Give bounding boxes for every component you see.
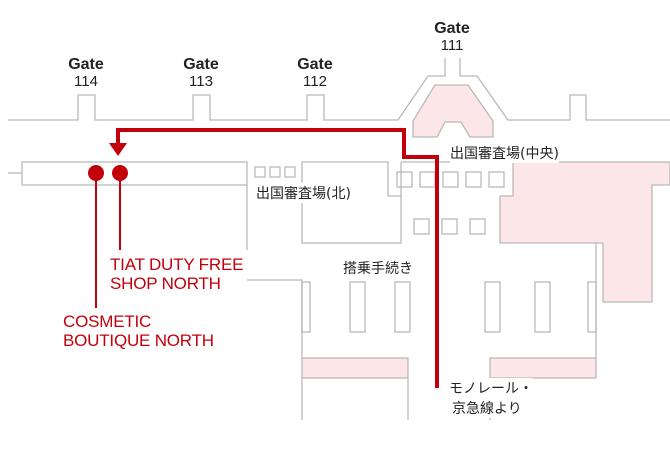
gate-112-label[interactable]: Gate 112 <box>285 56 345 90</box>
route <box>88 128 439 388</box>
lower-left-restricted-band <box>301 357 409 379</box>
gate-113-label[interactable]: Gate 113 <box>171 56 231 90</box>
gate-number: 113 <box>189 73 213 90</box>
booth <box>488 171 505 188</box>
checkin-counter <box>534 281 551 333</box>
pink-zones <box>301 84 670 379</box>
booth <box>469 218 486 235</box>
gate-111-restricted-zone <box>412 84 494 138</box>
north-corridor <box>21 161 248 186</box>
gate-wall <box>8 58 670 121</box>
central-restricted-zone <box>499 161 670 303</box>
checkin-counter <box>484 281 501 333</box>
shop-name-line1: TIAT DUTY FREE <box>110 255 244 274</box>
route-arrow-icon <box>109 143 127 156</box>
booth <box>442 171 459 188</box>
cosmetic-boutique-label[interactable]: COSMETIC BOUTIQUE NORTH <box>63 312 214 350</box>
from-train-label-1: モノレール・ <box>449 378 533 398</box>
booth <box>419 171 436 188</box>
booth <box>284 166 296 178</box>
check-in-label: 搭乗手続き <box>343 261 413 277</box>
route-path <box>116 128 439 388</box>
booth <box>413 218 430 235</box>
gate-word: Gate <box>68 56 104 73</box>
cosmetic-boutique-pin-icon[interactable] <box>88 165 104 181</box>
immigration-north-label: 出国審査場(北) <box>256 183 351 203</box>
gate-number: 111 <box>440 37 464 54</box>
checkin-counter <box>349 281 366 333</box>
gate-114-label[interactable]: Gate 114 <box>56 56 116 90</box>
lower-right-restricted-band <box>489 357 597 379</box>
gate-word: Gate <box>297 56 333 73</box>
booth <box>396 171 413 188</box>
gate-number: 114 <box>74 73 98 90</box>
shop-name-line1: COSMETIC <box>63 312 152 331</box>
immigration-central-label: 出国審査場(中央) <box>450 143 559 163</box>
gate-number: 112 <box>303 73 327 90</box>
tiat-duty-free-pin-icon[interactable] <box>112 165 128 181</box>
booth <box>254 166 266 178</box>
shop-name-line2: SHOP NORTH <box>110 274 221 293</box>
booth <box>465 171 482 188</box>
checkin-counter <box>301 281 311 333</box>
checkin-counter <box>394 281 411 333</box>
central-hall-wall <box>400 161 513 196</box>
booth <box>441 218 458 235</box>
from-train-label-2: 京急線より <box>452 398 522 418</box>
gate-111-label[interactable]: Gate 111 <box>422 20 482 54</box>
tiat-duty-free-shop-label[interactable]: TIAT DUTY FREE SHOP NORTH <box>110 255 246 293</box>
shop-name-line2: BOUTIQUE NORTH <box>63 331 214 350</box>
gate-word: Gate <box>434 20 470 37</box>
checkin-wall-left <box>247 279 303 420</box>
gate-word: Gate <box>183 56 219 73</box>
checkin-counter <box>587 281 597 333</box>
booth <box>269 166 281 178</box>
